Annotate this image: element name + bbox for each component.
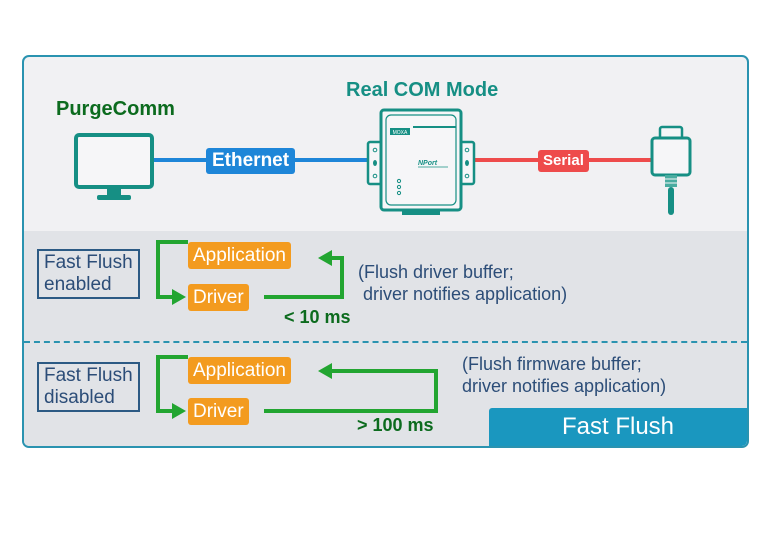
host-label: PurgeComm [56, 98, 175, 120]
fast-flush-enabled-label: Fast Flush enabled [37, 249, 140, 299]
mode-line2: disabled [44, 387, 115, 408]
timing-label: < 10 ms [284, 307, 351, 327]
fast-flush-disabled-label: Fast Flush disabled [37, 362, 140, 412]
computer-monitor-icon [74, 133, 154, 200]
device-model: NPort [418, 160, 438, 167]
diagram-panel: PurgeComm Real COM Mode Ethernet Serial … [22, 55, 749, 448]
ethernet-label: Ethernet [206, 148, 296, 174]
mode-line2: enabled [44, 274, 112, 295]
mode-line1: Fast Flush [44, 365, 133, 386]
disabled-flow-arrows [156, 355, 438, 419]
nport-device-icon: MOXA NPort [366, 108, 476, 215]
flush-note: (Flush driver buffer; driver notifies ap… [358, 262, 568, 304]
device-brand: MOXA [393, 130, 408, 136]
section-divider [24, 341, 747, 343]
application-box: Application [188, 242, 291, 269]
serial-connector-icon [650, 125, 692, 215]
application-box: Application [188, 357, 291, 384]
mode-title: Real COM Mode [346, 79, 499, 101]
timing-label: > 100 ms [357, 415, 434, 435]
fast-flush-tab: Fast Flush [489, 408, 747, 446]
driver-box: Driver [188, 284, 249, 311]
flush-note: (Flush firmware buffer; driver notifies … [462, 354, 667, 396]
driver-box: Driver [188, 398, 249, 425]
enabled-flow-arrows [156, 240, 344, 305]
serial-label: Serial [538, 150, 589, 172]
mode-line1: Fast Flush [44, 252, 133, 273]
